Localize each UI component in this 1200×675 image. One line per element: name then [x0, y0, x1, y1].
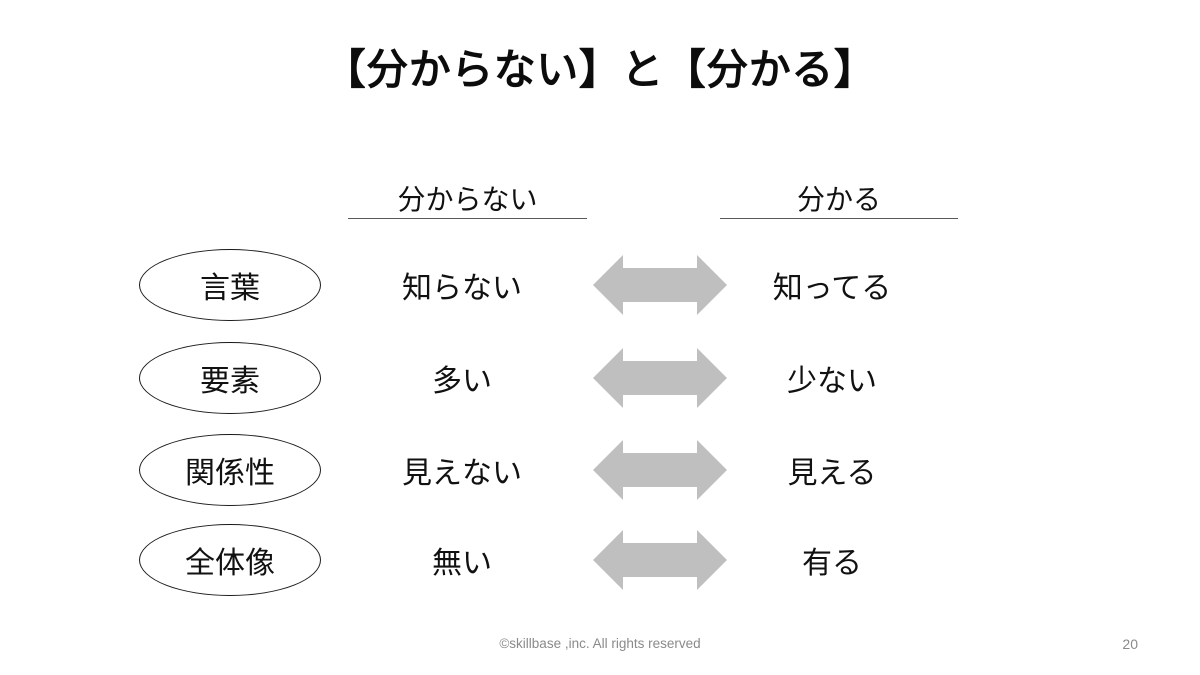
double-arrow-icon [593, 255, 727, 315]
known-value: 知ってる [772, 272, 892, 305]
category-label: 言葉 [200, 272, 260, 305]
category-oval: 関係性 [139, 434, 321, 506]
column-header-label: 分かる [796, 184, 881, 215]
category-label: 全体像 [185, 547, 275, 580]
known-value: 見える [787, 457, 877, 490]
table-row: 言葉 知らない 知ってる [0, 248, 1200, 322]
double-arrow-icon [593, 348, 727, 408]
category-oval: 全体像 [139, 524, 321, 596]
table-row: 関係性 見えない 見える [0, 433, 1200, 507]
unknown-value: 知らない [402, 272, 522, 305]
category-label: 要素 [200, 365, 260, 398]
unknown-value: 見えない [402, 457, 522, 490]
column-header-known: 分かる [720, 178, 958, 219]
unknown-value: 無い [432, 547, 492, 580]
known-value: 少ない [787, 365, 877, 398]
page-number: 20 [1122, 636, 1138, 652]
double-arrow-icon [593, 530, 727, 590]
category-label: 関係性 [185, 457, 275, 490]
unknown-value: 多い [432, 365, 492, 398]
table-row: 全体像 無い 有る [0, 523, 1200, 597]
slide-title: 【分からない】と【分かる】 [323, 46, 877, 93]
category-oval: 言葉 [139, 249, 321, 321]
column-header-unknown: 分からない [348, 178, 587, 219]
table-row: 要素 多い 少ない [0, 341, 1200, 415]
category-oval: 要素 [139, 342, 321, 414]
column-header-label: 分からない [397, 184, 538, 215]
copyright-text: ©skillbase ,inc. All rights reserved [499, 636, 701, 651]
known-value: 有る [802, 547, 862, 580]
double-arrow-icon [593, 440, 727, 500]
